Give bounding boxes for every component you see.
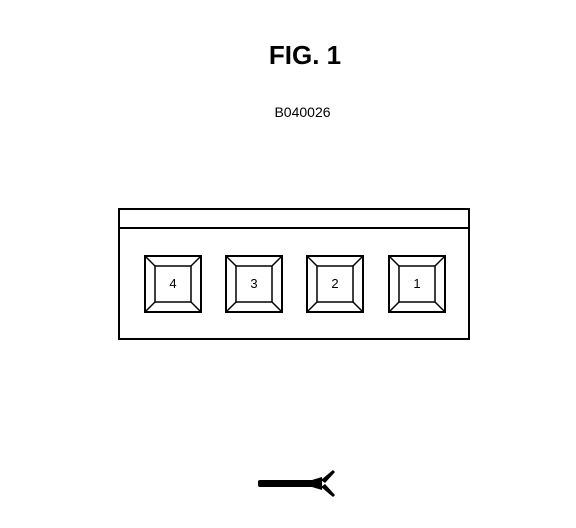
screwdriver-icon <box>258 470 335 497</box>
keypad-button-label: 1 <box>413 276 420 291</box>
figure-title: FIG. 1 <box>268 40 342 70</box>
keypad-button-label: 3 <box>250 276 257 291</box>
keypad-button-2[interactable]: 2 <box>306 255 364 313</box>
keypad-button-4[interactable]: 4 <box>144 255 202 313</box>
keypad-button-label: 4 <box>169 276 176 291</box>
keypad-button-label: 2 <box>331 276 338 291</box>
keypad-button-1[interactable]: 1 <box>388 255 446 313</box>
figure-code: B040026 <box>274 104 331 120</box>
keypad-button-3[interactable]: 3 <box>225 255 283 313</box>
